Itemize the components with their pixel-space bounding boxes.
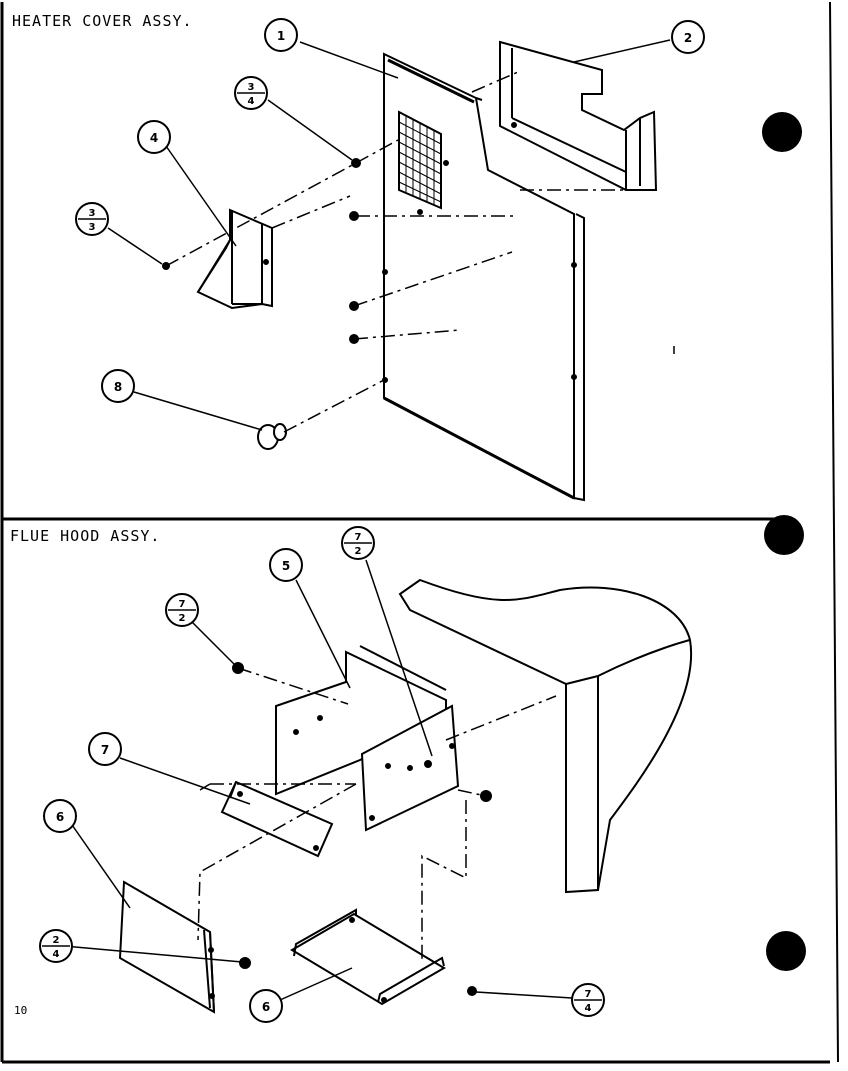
callout-7-2-left: 7 2 [165, 593, 199, 627]
callout-2-4: 2 4 [39, 929, 73, 963]
svg-text:3: 3 [89, 222, 96, 233]
svg-text:1: 1 [277, 29, 285, 43]
svg-text:4: 4 [53, 949, 60, 960]
svg-text:6: 6 [56, 810, 64, 824]
flue-hood-assy-title: FLUE HOOD ASSY. [10, 527, 161, 545]
svg-text:2: 2 [179, 613, 186, 624]
page-number: 10 [14, 1004, 28, 1017]
svg-text:4: 4 [585, 1003, 592, 1014]
svg-text:4: 4 [150, 131, 158, 145]
callout-7-2-right: 7 2 [341, 526, 375, 560]
screw [467, 986, 477, 996]
callout-5: 5 [269, 548, 303, 582]
callout-4: 4 [137, 120, 171, 154]
heater-cover-assy-title: HEATER COVER ASSY. [12, 12, 193, 30]
binder-hole [766, 931, 806, 971]
svg-text:2: 2 [355, 546, 362, 557]
callout-6-side-panel: 6 [43, 799, 77, 833]
flue-side-panel [118, 880, 216, 1014]
svg-text:4: 4 [248, 96, 255, 107]
callout-3-4: 3 4 [234, 76, 268, 110]
svg-text:7: 7 [101, 743, 109, 757]
heater-cover-grille [398, 110, 442, 210]
svg-text:7: 7 [585, 989, 592, 1000]
svg-text:7: 7 [179, 599, 186, 610]
binder-hole [764, 515, 804, 555]
heater-cover-assembly [107, 39, 671, 502]
callout-1: 1 [264, 18, 298, 52]
vent-hood [196, 208, 273, 310]
screw [239, 957, 251, 969]
callout-7-4: 7 4 [571, 983, 605, 1017]
svg-text:2: 2 [684, 31, 692, 45]
heater-leaders [107, 39, 671, 431]
flue-leaders [63, 559, 573, 1001]
binder-holes [762, 112, 806, 971]
svg-text:7: 7 [355, 532, 362, 543]
flue-assembly-lines [197, 667, 557, 960]
callout-8: 8 [101, 369, 135, 403]
flue-back-plate [360, 704, 460, 832]
binder-hole [762, 112, 802, 152]
callout-3-3: 3 3 [75, 202, 109, 236]
callout-6-bottom-tray: 6 [249, 989, 283, 1023]
flue-hood-assembly [63, 559, 693, 1014]
heater-assembly-lines [165, 71, 628, 433]
svg-text:5: 5 [282, 559, 290, 573]
callout-2: 2 [671, 20, 705, 54]
svg-text:8: 8 [114, 380, 122, 394]
flue-hood [398, 578, 693, 894]
svg-text:3: 3 [89, 208, 96, 219]
svg-text:3: 3 [248, 82, 255, 93]
heater-knob [257, 423, 287, 450]
heater-top-box [499, 40, 658, 191]
flue-bottom-tray [290, 908, 446, 1006]
callout-7: 7 [88, 732, 122, 766]
svg-text:2: 2 [53, 935, 60, 946]
svg-text:6: 6 [262, 1000, 270, 1014]
flue-bracket [220, 780, 334, 858]
